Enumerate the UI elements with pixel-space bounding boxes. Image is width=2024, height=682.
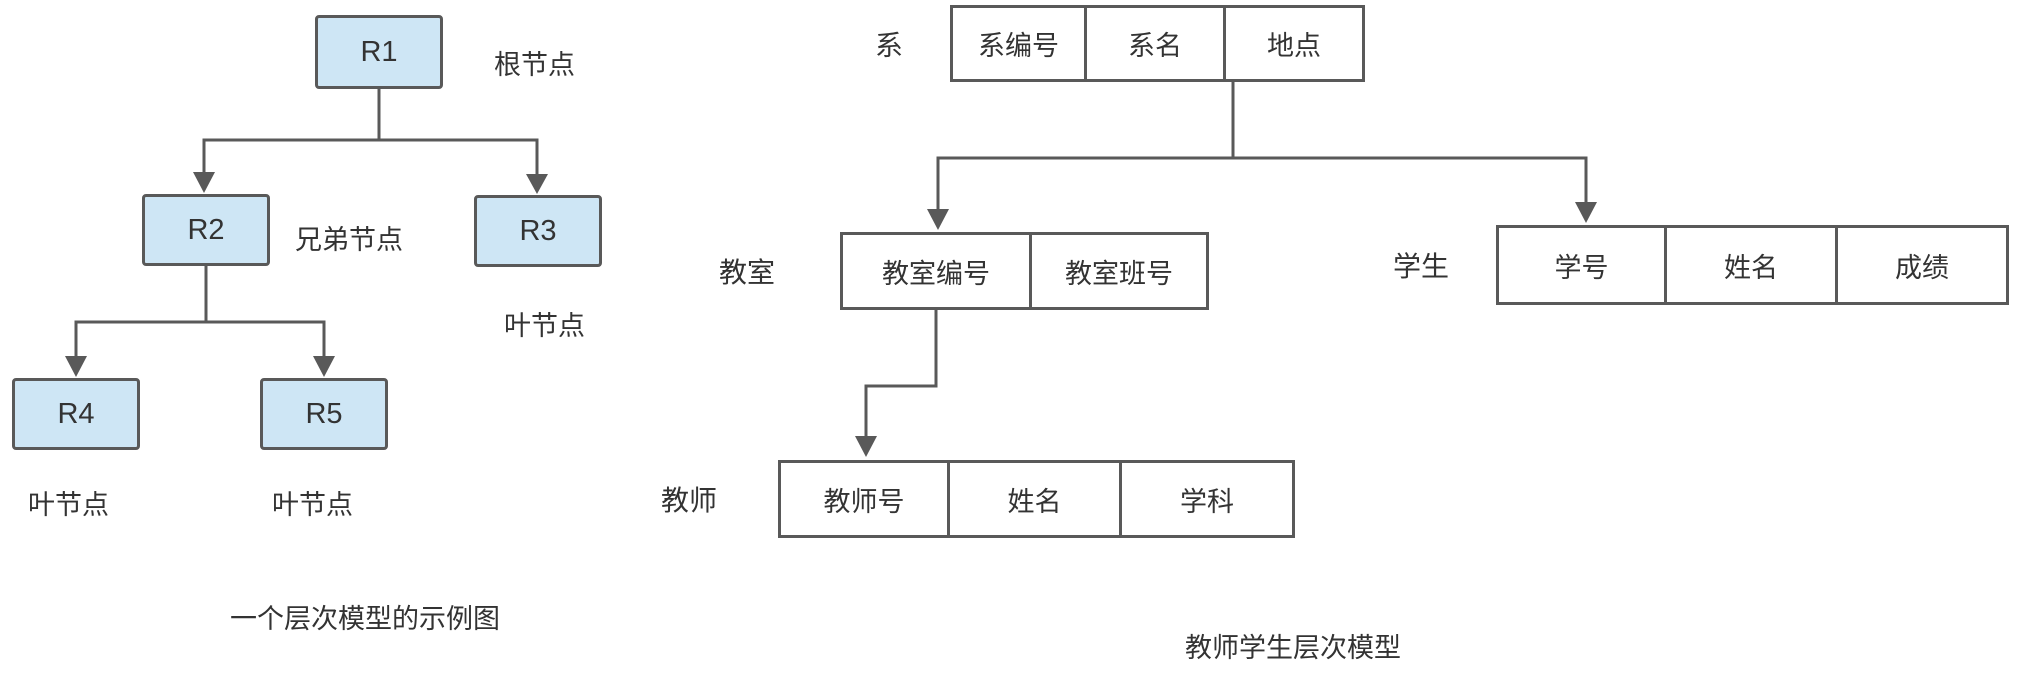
- connector-r1-to-r2-r3: [193, 87, 548, 194]
- cell-dept-location: 地点: [1226, 5, 1365, 82]
- table-label-student: 学生: [1392, 251, 1449, 282]
- cell-student-id: 学号: [1496, 225, 1667, 305]
- arrowhead: [526, 174, 548, 194]
- table-label-classroom: 教室: [718, 257, 775, 288]
- annotation-leaf-node-r4: 叶节点: [28, 490, 109, 520]
- annotation-leaf-node-r3: 叶节点: [504, 311, 585, 341]
- tree-node-r2: R2: [142, 194, 270, 266]
- table-student: 学号 姓名 成绩: [1496, 225, 2009, 305]
- arrowhead: [313, 356, 335, 377]
- cell-dept-name: 系名: [1087, 5, 1226, 82]
- cell-teacher-name: 姓名: [950, 460, 1122, 538]
- left-diagram-caption: 一个层次模型的示例图: [230, 604, 500, 634]
- table-department: 系编号 系名 地点: [950, 5, 1365, 82]
- table-teacher: 教师号 姓名 学科: [778, 460, 1295, 538]
- cell-classroom-id: 教室编号: [840, 232, 1032, 310]
- connector-r2-to-r4-r5: [65, 264, 335, 377]
- arrowhead: [1575, 202, 1597, 223]
- tree-node-r1: R1: [315, 15, 443, 89]
- connector-department-to-classroom-student: [927, 80, 1597, 230]
- table-label-teacher: 教师: [660, 485, 717, 516]
- cell-teacher-id: 教师号: [778, 460, 950, 538]
- cell-student-score: 成绩: [1838, 225, 2009, 305]
- table-label-department: 系: [874, 29, 903, 61]
- connector-classroom-to-teacher: [855, 308, 938, 457]
- cell-classroom-class-no: 教室班号: [1032, 232, 1209, 310]
- right-diagram-caption: 教师学生层次模型: [1185, 633, 1401, 663]
- arrowhead: [65, 356, 87, 377]
- tree-node-r3: R3: [474, 195, 602, 267]
- annotation-root-node: 根节点: [494, 50, 575, 80]
- arrowhead: [927, 209, 949, 230]
- table-classroom: 教室编号 教室班号: [840, 232, 1209, 310]
- arrowhead: [193, 172, 215, 193]
- cell-student-name: 姓名: [1667, 225, 1838, 305]
- tree-node-r5: R5: [260, 378, 388, 450]
- arrowhead: [855, 436, 877, 457]
- cell-dept-id: 系编号: [950, 5, 1087, 82]
- annotation-leaf-node-r5: 叶节点: [272, 490, 353, 520]
- annotation-sibling-nodes: 兄弟节点: [295, 225, 403, 255]
- tree-node-r4: R4: [12, 378, 140, 450]
- cell-teacher-subject: 学科: [1122, 460, 1295, 538]
